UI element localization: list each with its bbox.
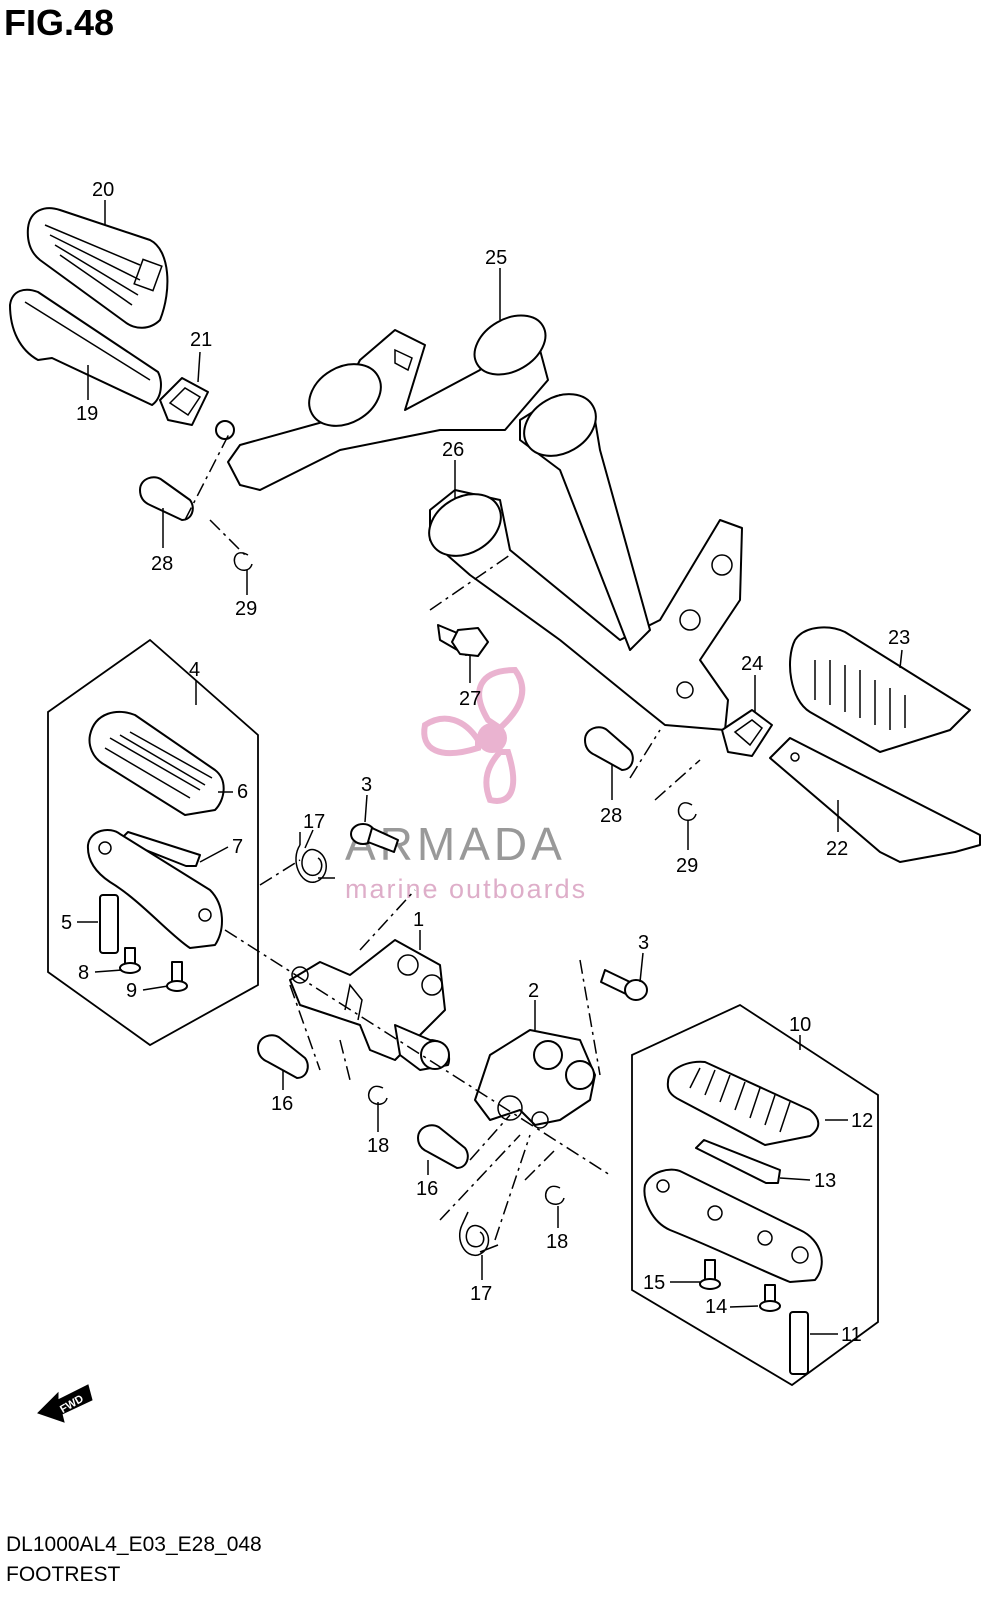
right-front-footrest-body [643,1168,823,1283]
assembly-center-lines [184,431,701,1241]
callout-21: 21 [190,329,212,351]
callout-7: 7 [232,836,243,858]
callout-12: 12 [851,1110,873,1132]
callout-8: 8 [78,962,89,984]
callout-18-right: 18 [546,1231,568,1253]
figure-title: FIG.48 [4,2,115,43]
part-29-e-clip [233,552,253,571]
part-3-bolt [350,823,399,853]
callout-22: 22 [826,838,848,860]
part-8-screw [119,947,141,974]
part-3-bolt-lower [600,969,648,1001]
callout-29-upper: 29 [235,598,257,620]
assembly-box-4 [47,638,259,1047]
callout-4: 4 [189,659,200,681]
callout-29-right: 29 [676,855,698,877]
part-16-pin [257,1034,309,1079]
propeller-icon [421,666,526,804]
callout-27: 27 [459,688,481,710]
part-11-stud [789,1311,809,1375]
part-29-e-clip-right [677,802,697,821]
callout-28-upper: 28 [151,553,173,575]
part-14-screw [759,1284,781,1312]
part-24-damper [721,709,773,757]
part-2-footrest-bracket [474,1029,596,1129]
callout-17-lower: 17 [470,1283,492,1305]
part-6-footrest-rubber [88,710,225,816]
callout-15: 15 [643,1272,665,1294]
part-12-footrest-rubber [666,1060,820,1146]
part-13-plate [695,1139,781,1184]
part-15-screw [699,1259,721,1290]
watermark-tagline: marine outboards [345,874,587,904]
callout-3-upper: 3 [361,774,372,796]
callout-11: 11 [841,1324,862,1346]
part-25-rear-footrest-bracket [215,314,549,491]
part-18-e-clip-right [544,1185,565,1205]
part-26-rear-footrest-bracket [428,393,743,731]
callout-1: 1 [413,909,424,931]
left-front-footrest-body [86,829,223,949]
callout-19: 19 [76,403,98,425]
leader-lines [77,200,903,1335]
fwd-direction-marker: FWD [37,1384,93,1423]
part-18-e-clip [367,1085,388,1105]
diagram-code: DL1000AL4_E03_E28_048 [6,1533,262,1556]
callout-13: 13 [814,1170,836,1192]
callout-25: 25 [485,247,507,269]
part-27-bolt [437,624,489,657]
part-7-plate [119,831,201,867]
part-22-footrest-plate [769,737,981,863]
callout-17-upper: 17 [303,811,325,833]
part-17-spring-lower [458,1211,499,1256]
part-17-spring [295,832,335,883]
callout-18-left: 18 [367,1135,389,1157]
callout-16-left: 16 [271,1093,293,1115]
callout-28-right: 28 [600,805,622,827]
callout-14: 14 [705,1296,727,1318]
callout-3-lower: 3 [638,932,649,954]
part-23-footrest-rubber [789,626,971,753]
callout-24: 24 [741,653,763,675]
part-16-pin-right [417,1124,469,1169]
callout-20: 20 [92,179,114,201]
assembly-box-10 [631,1003,879,1387]
callout-5: 5 [61,912,72,934]
diagram-name: FOOTREST [6,1563,121,1586]
part-5-stud [99,894,119,954]
callout-2: 2 [528,980,539,1002]
part-1-footrest-bracket [289,939,450,1071]
part-20-footrest-rubber [26,207,169,329]
part-28-pin-right [584,726,634,771]
callout-10: 10 [789,1014,811,1036]
callout-6: 6 [237,781,248,803]
callout-16-right: 16 [416,1178,438,1200]
callout-23: 23 [888,627,910,649]
fwd-label: FWD [58,1393,86,1416]
part-28-pin [139,476,194,521]
part-19-footrest-plate [9,288,162,406]
part-21-damper [159,377,209,426]
callout-26: 26 [442,439,464,461]
callout-labels: 20 19 21 25 26 28 29 27 24 23 28 29 22 4… [61,179,910,1346]
part-9-screw [166,961,188,992]
callout-9: 9 [126,980,137,1002]
arrow-forward-icon [37,1384,93,1423]
